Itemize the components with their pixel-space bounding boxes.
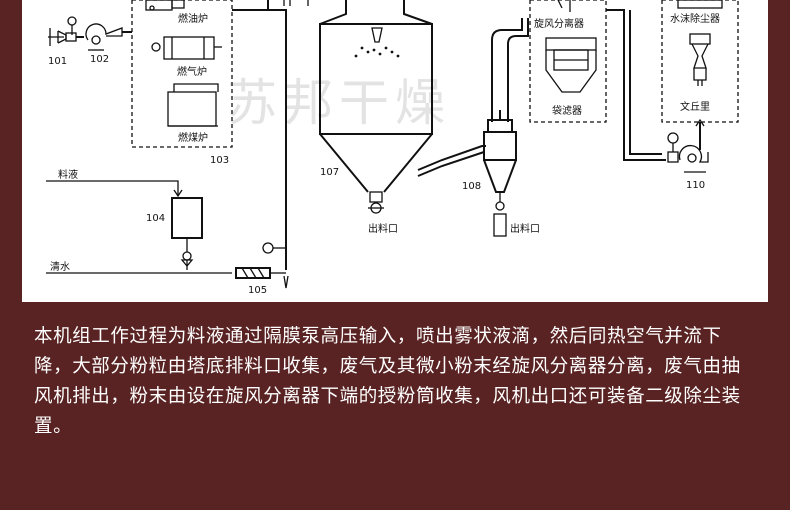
bag-filter-icon — [545, 0, 597, 93]
feed-liquid-pipe — [46, 180, 179, 196]
separator-group-box — [529, 0, 607, 123]
label-101: 101 — [48, 56, 67, 67]
blower-icon — [76, 23, 123, 51]
feed-tank-104 — [171, 197, 203, 270]
label-107: 107 — [320, 167, 339, 178]
spray-nozzle-icon — [354, 46, 400, 58]
label-104: 104 — [146, 213, 165, 224]
feed-pipe — [268, 9, 287, 270]
venturi-label: 文丘里 — [680, 100, 710, 113]
label-105: 105 — [248, 285, 267, 296]
tower-outlet-label: 出料口 — [368, 222, 398, 235]
air-filter-icon — [48, 16, 77, 46]
diagram-canvas: 苏邦干燥 101 102 103 — [46, 0, 739, 296]
oil-furnace-label: 燃油炉 — [178, 12, 208, 25]
cyclone-exhaust-pipe — [491, 18, 523, 122]
coal-furnace-icon — [167, 83, 219, 127]
label-108: 108 — [462, 181, 481, 192]
clean-water-label: 清水 — [50, 260, 70, 273]
cyclone-label: 旋风分离器 — [534, 17, 584, 30]
feed-liquid-label: 料液 — [58, 168, 78, 181]
cyclone-108 — [483, 110, 517, 237]
foam-dust-collector-icon — [677, 0, 723, 9]
spray-dryer-tower — [319, 0, 433, 214]
cyclone-outlet-label: 出料口 — [510, 222, 540, 235]
label-110: 110 — [686, 180, 705, 191]
label-102: 102 — [90, 54, 109, 65]
foam-dust-label: 水沫除尘器 — [670, 12, 720, 25]
venturi-icon — [689, 33, 711, 86]
gas-furnace-label: 燃气炉 — [177, 65, 207, 78]
pressure-gauge-icon — [262, 242, 286, 254]
diaphragm-pump-105 — [235, 267, 289, 289]
oil-furnace-icon — [145, 0, 185, 11]
process-flow-diagram: 苏邦干燥 101 102 103 — [22, 0, 768, 302]
secondary-dust-box — [661, 0, 739, 123]
coal-furnace-label: 燃煤炉 — [178, 131, 208, 144]
exhaust-pipe — [606, 9, 666, 161]
tower-to-cyclone-pipe — [417, 145, 486, 171]
heater-group-box — [131, 0, 233, 148]
label-103: 103 — [210, 155, 229, 166]
process-description: 本机组工作过程为料液通过隔膜泵高压输入，喷出雾状液滴，然后同热空气并流下降，大部… — [34, 326, 741, 437]
watermark-text: 苏邦干燥 — [227, 74, 451, 132]
bag-filter-label: 袋滤器 — [552, 104, 582, 117]
gas-furnace-icon — [151, 36, 222, 60]
exhaust-fan-icon — [667, 132, 709, 173]
